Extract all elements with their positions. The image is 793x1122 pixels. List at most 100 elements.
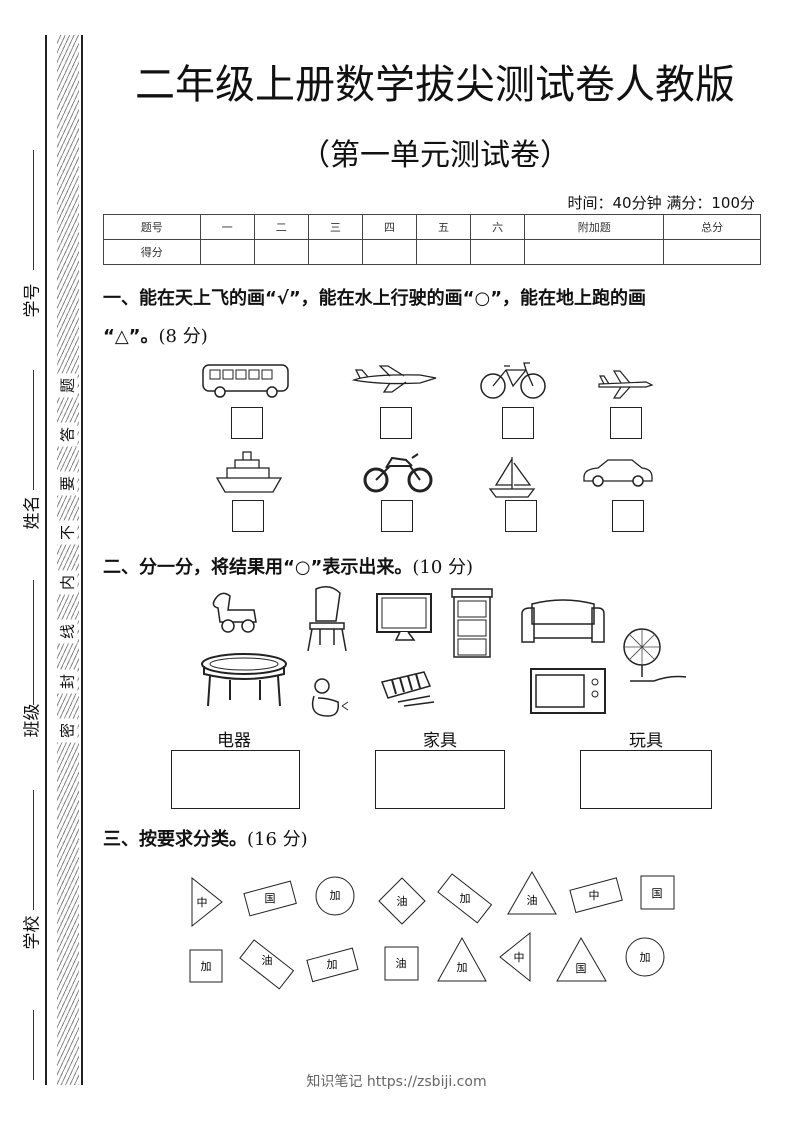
square-shape [189, 949, 223, 983]
class-label: 班级 [22, 703, 43, 738]
rectangle-shape [243, 880, 297, 917]
score-cell[interactable] [361, 239, 417, 265]
triangle-shape [191, 876, 223, 928]
shape-label: 加 [330, 889, 341, 902]
category-label-toys: 玩具 [629, 731, 663, 751]
header-cell: 总分 [663, 214, 761, 240]
page-subtitle: （第一单元测试卷） [300, 138, 570, 173]
name-label: 姓名 [22, 495, 43, 530]
row-label: 得分 [103, 239, 201, 265]
score-table-header-row: 题号 一 二 三 四 五 六 附加题 总分 [103, 214, 761, 240]
score-cell[interactable] [307, 239, 363, 265]
table-image [201, 653, 287, 707]
section1-points: (8 分) [158, 326, 208, 347]
television-image [376, 593, 432, 641]
seal-char: 线 [56, 619, 78, 644]
shape-label: 中 [514, 951, 525, 964]
fan-image [623, 628, 687, 682]
answer-box-toys[interactable] [580, 750, 712, 809]
triangle-shape [499, 931, 531, 983]
shape-label: 加 [201, 960, 212, 973]
school-label: 学校 [22, 915, 43, 950]
score-table: 题号 一 二 三 四 五 六 附加题 总分 得分 [103, 214, 761, 265]
header-cell: 题号 [103, 214, 201, 240]
shape-label: 加 [640, 951, 651, 964]
square-shape [378, 877, 426, 925]
bottom-underline [33, 1010, 35, 1080]
seal-char: 内 [56, 570, 78, 595]
shapes-area: 中 国 加 油 加 油 中 国 加 油 加 油 加 中 国 加 [189, 870, 675, 990]
shape-label: 中 [197, 896, 208, 909]
circle-shape [315, 876, 355, 916]
binding-hatch-strip [57, 35, 79, 1085]
seal-char: 封 [56, 669, 78, 694]
category-label-furniture: 家具 [423, 731, 457, 751]
answer-box-appliances[interactable] [171, 750, 300, 809]
answer-box-bicycle[interactable] [502, 407, 534, 439]
xylophone-image [380, 671, 435, 707]
shape-label: 油 [262, 953, 273, 967]
square-shape [640, 875, 675, 910]
answer-box-ship[interactable] [232, 500, 264, 532]
answer-box-sailboat[interactable] [505, 500, 537, 532]
score-cell[interactable] [199, 239, 255, 265]
triangle-shape [507, 870, 557, 915]
triangle-shape [556, 936, 607, 982]
answer-box-jet-plane[interactable] [610, 407, 642, 439]
car-image [583, 459, 653, 487]
circle-shape [625, 937, 665, 977]
page-title: 二年级上册数学拔尖测试卷人教版 [135, 62, 735, 108]
header-cell: 一 [199, 214, 255, 240]
header-cell: 附加题 [524, 214, 665, 240]
seal-char: 题 [56, 373, 78, 398]
header-cell: 三 [307, 214, 363, 240]
bicycle-image [480, 362, 546, 399]
student-id-label: 学号 [22, 283, 43, 318]
section2-text: 二、分一分，将结果用“○”表示出来。 [103, 557, 413, 578]
watermark-footer: 知识笔记 https://zsbiji.com [306, 1074, 487, 1090]
rectangle-shape [569, 877, 623, 914]
rectangle-shape [239, 939, 295, 990]
toy-dog-image [212, 592, 257, 633]
rectangle-shape [437, 873, 493, 924]
answer-box-motorcycle[interactable] [381, 500, 413, 532]
answer-box-furniture[interactable] [375, 750, 505, 809]
header-cell: 二 [253, 214, 309, 240]
toy-duck-image [311, 678, 349, 717]
answer-box-airplane[interactable] [380, 407, 412, 439]
answer-box-bus[interactable] [231, 407, 263, 439]
seal-char: 不 [56, 520, 78, 545]
shape-label: 油 [396, 956, 407, 970]
score-cell[interactable] [524, 239, 665, 265]
shape-label: 国 [652, 887, 663, 900]
section3-text: 三、按要求分类。 [103, 829, 247, 850]
score-table-score-row: 得分 [103, 239, 761, 265]
score-cell[interactable] [253, 239, 309, 265]
rectangle-shape [306, 947, 359, 983]
shape-label: 加 [460, 892, 471, 905]
score-cell[interactable] [415, 239, 472, 265]
section2-question: 二、分一分，将结果用“○”表示出来。(10 分) [103, 553, 473, 579]
airplane-image [351, 365, 437, 393]
margin-outer-line [45, 35, 47, 1085]
time-info: 时间：40分钟 满分：100分 [567, 194, 756, 212]
seal-char: 答 [56, 422, 78, 447]
microwave-image [530, 668, 606, 714]
triangle-shape [437, 936, 487, 982]
chair-image [307, 586, 347, 652]
bus-image [202, 364, 289, 398]
score-cell[interactable] [470, 239, 526, 265]
shape-label: 油 [397, 894, 408, 908]
section1-question-cont: “△”。(8 分) [103, 322, 208, 348]
section1-text2: “△”。 [103, 326, 159, 347]
shape-label: 油 [527, 893, 538, 907]
name-underline [33, 370, 35, 490]
section3-points: (16 分) [247, 829, 308, 850]
shape-label: 加 [327, 958, 338, 971]
sofa-image [521, 599, 605, 643]
answer-box-car[interactable] [612, 500, 644, 532]
score-cell[interactable] [663, 239, 761, 265]
class-underline [33, 580, 35, 705]
cabinet-image [451, 588, 493, 658]
sailboat-image [488, 457, 536, 498]
